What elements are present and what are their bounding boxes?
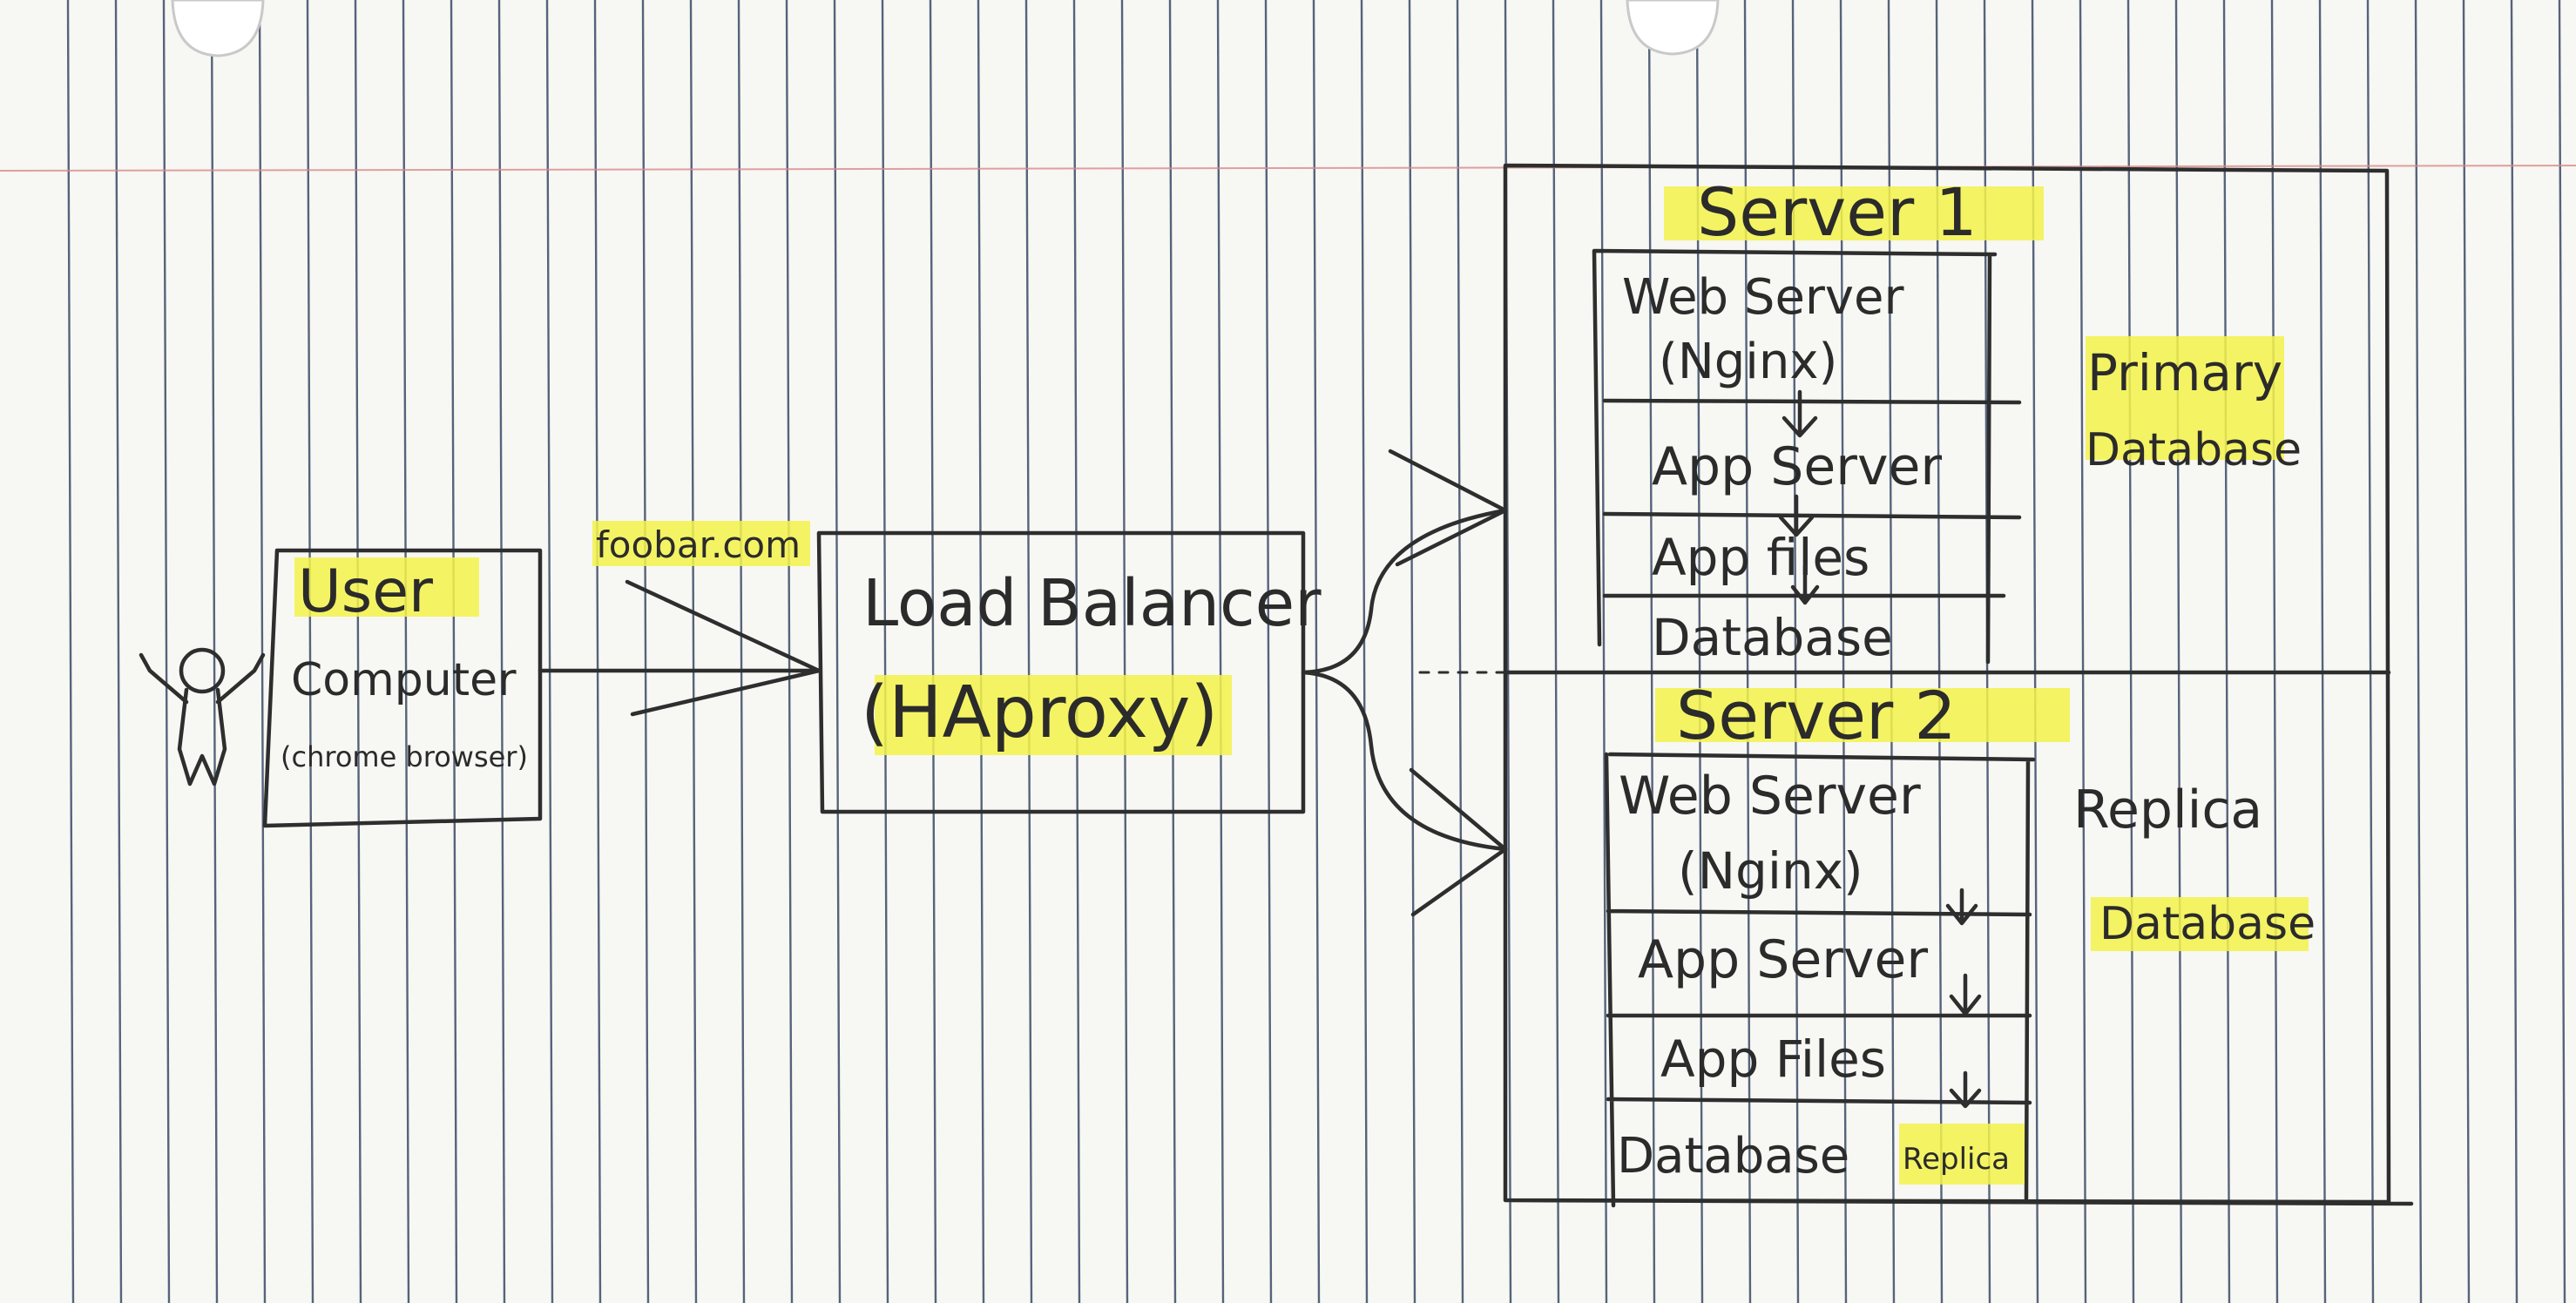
server-2-layer-app-files: App Files — [1660, 1030, 1886, 1089]
load-balancer-highlight — [875, 675, 1232, 755]
ruled-line — [1120, 0, 1129, 1303]
server-2-title: Server 2 — [1676, 677, 1957, 754]
load-balancer-node: Load Balancer (HAproxy) — [816, 530, 1322, 814]
user-computer-label: Computer — [291, 654, 517, 706]
ruled-line — [545, 0, 554, 1303]
ruled-line — [689, 0, 698, 1303]
primary-db-label-2: Database — [2086, 424, 2302, 476]
ruled-line — [785, 0, 794, 1303]
server-2-layer-nginx: (Nginx) — [1678, 841, 1863, 901]
lb-to-servers-connection — [1301, 449, 1508, 917]
ruled-line — [881, 0, 889, 1303]
split-brace — [1301, 508, 1508, 852]
primary-db-label-1: Primary — [2087, 343, 2282, 402]
ruled-line — [593, 0, 602, 1303]
ruled-line — [1647, 0, 1656, 1303]
ruled-line — [66, 0, 75, 1303]
user-to-lb-connection: foobar.com — [538, 521, 821, 717]
margin-line — [0, 165, 2576, 172]
ruled-line — [2414, 0, 2423, 1303]
ruled-line — [1024, 0, 1033, 1303]
ruled-line — [2222, 0, 2231, 1303]
user-box — [262, 548, 543, 828]
server-1-layer-database: Database — [1652, 608, 1893, 667]
load-balancer-box — [816, 530, 1306, 814]
ruled-line — [2174, 0, 2183, 1303]
server-2-db-tag: Replica — [1903, 1142, 2010, 1177]
server-2-flow-arrows — [1945, 888, 1982, 1109]
person-icon — [139, 647, 266, 787]
server-1-flow-arrows — [1778, 389, 1820, 605]
ruled-line — [162, 0, 171, 1303]
server-2-layer-web: Web Server — [1619, 766, 1921, 827]
server-2-title-highlight — [1655, 688, 2070, 742]
ruled-line — [1168, 0, 1177, 1303]
domain-highlight — [592, 521, 810, 566]
arrow-to-server-2 — [1409, 767, 1508, 917]
server-2: Server 2 Web Server (Nginx) App Server A… — [1604, 677, 2316, 1208]
replica-db-highlight — [2091, 897, 2309, 951]
ruled-line — [1264, 0, 1273, 1303]
ruled-line — [450, 0, 458, 1303]
servers-outer-box — [1503, 163, 2414, 1206]
load-balancer-subtitle: (HAproxy) — [861, 672, 1218, 754]
punch-hole-right — [1626, 0, 1720, 56]
ruled-line — [1312, 0, 1321, 1303]
ruled-line — [2079, 0, 2087, 1303]
ruled-line — [258, 0, 267, 1303]
ruled-line — [929, 0, 937, 1303]
server-1-title: Server 1 — [1697, 173, 1978, 251]
server-1-title-highlight — [1664, 186, 2044, 240]
punch-hole-left — [171, 0, 265, 57]
ruled-lines — [66, 0, 2566, 1303]
ruled-line — [497, 0, 506, 1303]
ruled-line — [2318, 0, 2327, 1303]
ruled-line — [2558, 0, 2566, 1303]
server-1: Server 1 Web Server (Nginx) App Server A… — [1592, 173, 2302, 667]
ruled-line — [1408, 0, 1416, 1303]
server-2-layer-database: Database — [1617, 1128, 1849, 1185]
servers-frame — [1503, 163, 2414, 1206]
replica-db-label-2: Database — [2099, 898, 2316, 950]
ruled-line — [1216, 0, 1225, 1303]
ruled-line — [402, 0, 410, 1303]
ruled-line — [114, 0, 123, 1303]
server-2-db-tag-highlight — [1899, 1124, 2025, 1185]
ruled-line — [2510, 0, 2519, 1303]
ruled-line — [2270, 0, 2279, 1303]
load-balancer-title: Load Balancer — [862, 566, 1322, 641]
ruled-line — [306, 0, 314, 1303]
primary-db-highlight — [2086, 336, 2284, 460]
ruled-line — [1456, 0, 1464, 1303]
server-1-layer-web: Web Server — [1622, 269, 1905, 326]
replica-db-label-1: Replica — [2073, 780, 2262, 841]
server-1-layer-app-server: App Server — [1652, 436, 1942, 497]
user-title: User — [298, 557, 433, 626]
user-node: User Computer (chrome browser) — [139, 548, 543, 828]
ruled-line — [1552, 0, 1560, 1303]
ruled-line — [1360, 0, 1369, 1303]
ruled-line — [2462, 0, 2471, 1303]
ruled-line — [354, 0, 362, 1303]
ruled-line — [641, 0, 650, 1303]
ruled-line — [977, 0, 985, 1303]
domain-label: foobar.com — [596, 523, 801, 566]
user-browser-label: (chrome browser) — [281, 740, 528, 773]
server-1-stack — [1592, 248, 2022, 665]
ruled-line — [1599, 0, 1608, 1303]
arrow-to-server-1 — [1388, 449, 1508, 567]
server-2-stack — [1604, 752, 2036, 1208]
user-highlight — [294, 557, 479, 617]
ruled-line — [2366, 0, 2375, 1303]
ruled-line — [1072, 0, 1081, 1303]
connection-arrow — [538, 579, 821, 717]
ruled-line — [2126, 0, 2135, 1303]
server-1-layer-app-files: App files — [1652, 528, 1869, 587]
server-2-layer-app-server: App Server — [1638, 929, 1928, 990]
ruled-line — [833, 0, 842, 1303]
ruled-line — [737, 0, 746, 1303]
server-1-layer-nginx: (Nginx) — [1659, 334, 1837, 390]
